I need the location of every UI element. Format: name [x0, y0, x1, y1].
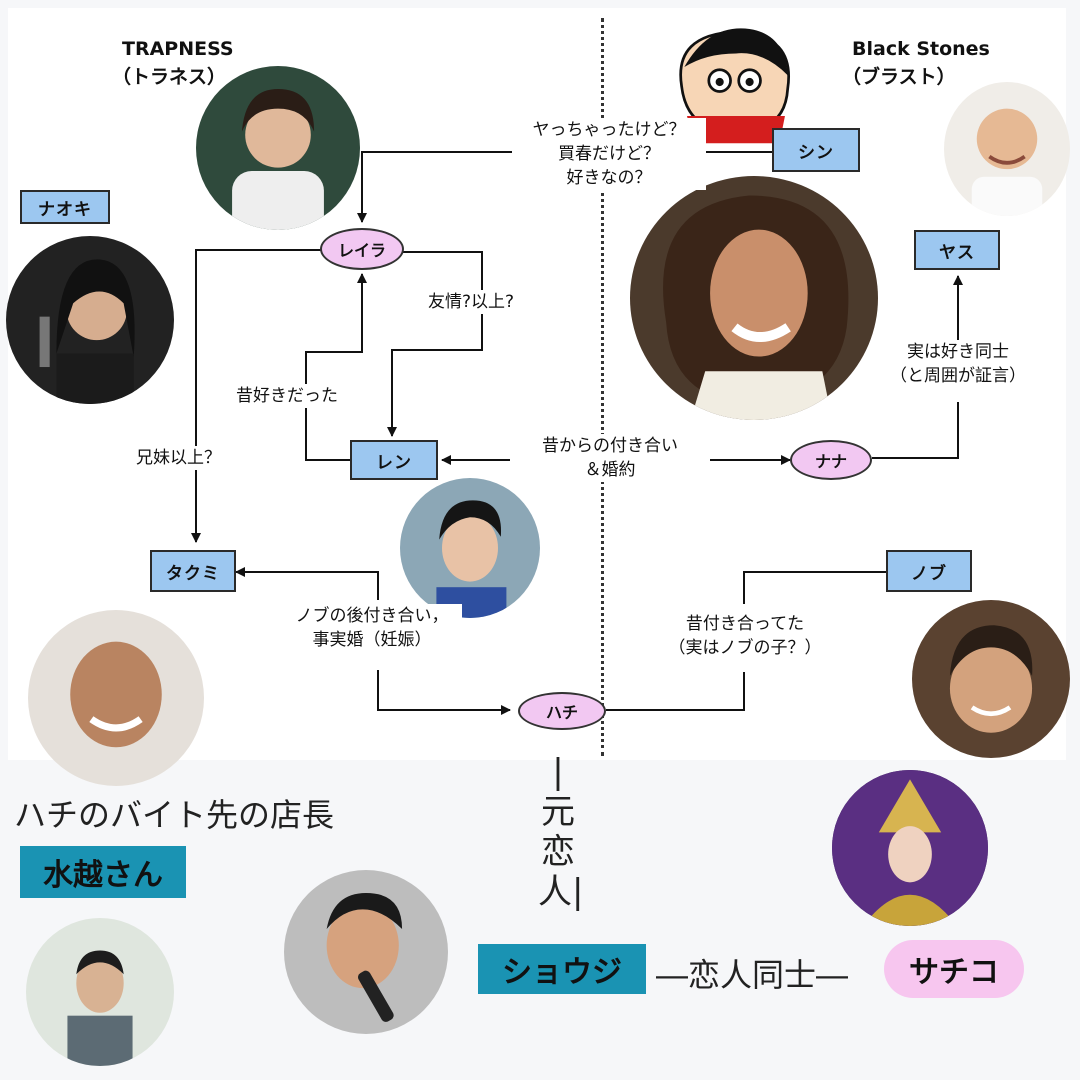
rel-nobu-hachi-line1: 昔付き合ってた — [685, 614, 805, 634]
mizukoshi-badge: 水越さん — [20, 846, 186, 898]
line-ren-reira-once — [305, 273, 367, 461]
rel-shin-reira: ヤっちゃったけど？ 買春だけど？ 好きなの？ — [512, 118, 706, 190]
rel-nobu-hachi: 昔付き合ってた （実はノブの子？） — [650, 612, 840, 660]
photo-mizukoshi-actor — [26, 918, 174, 1066]
group-trapnest-name: TRAPNESS — [122, 38, 234, 60]
shouji-badge: ショウジ — [478, 944, 646, 994]
photo-yasu-actor — [944, 82, 1070, 216]
rel-shin-reira-line1: ヤっちゃったけど？ — [532, 120, 686, 140]
rel-shin-reira-line2: 買春だけど？ — [558, 144, 660, 164]
line-reira-takumi — [191, 249, 322, 543]
rel-engaged-line1: 昔からの付き合い — [542, 436, 678, 456]
band-divider — [601, 18, 604, 756]
label-naoki: ナオキ — [20, 190, 110, 224]
group-trapnest-kana: （トラネス） — [112, 66, 227, 88]
line-takumi-hachi — [235, 567, 379, 600]
line-nana-yasu — [872, 402, 959, 459]
photo-ren-actor — [400, 478, 540, 618]
label-ren: レン — [350, 440, 438, 480]
rel-mutual-line1: 実は好き同士 — [907, 342, 1009, 362]
photo-sachiko-actor — [832, 770, 988, 926]
rel-friendship: 友情?以上? — [428, 290, 515, 314]
manager-caption: ハチのバイト先の店長 — [14, 796, 335, 834]
group-blast-kana: （ブラスト） — [842, 66, 956, 88]
photo-nobu-actor — [912, 600, 1070, 758]
photo-nana-actor — [630, 176, 878, 420]
rel-siblings: 兄妹以上？ — [136, 446, 221, 470]
group-blast-name: Black Stones — [852, 38, 990, 60]
line-shin-reira-left — [357, 151, 513, 223]
lovers-label: ―恋人同士― — [656, 956, 849, 994]
photo-takumi-actor — [28, 610, 204, 786]
rel-nobu-hachi-line2: （実はノブの子？） — [668, 638, 822, 658]
label-shin: シン — [772, 128, 860, 172]
photo-reira-actor — [196, 66, 360, 230]
label-yasu: ヤス — [914, 230, 1000, 270]
photo-shin-character — [668, 20, 804, 144]
rel-mutual: 実は好き同士 （と周囲が証言） — [878, 340, 1038, 388]
rel-takumi-hachi-line1: ノブの後付き合い， — [295, 606, 449, 626]
line-hachi-takumi — [377, 670, 511, 715]
sachiko-badge: サチコ — [884, 940, 1024, 998]
rel-takumi-hachi-line2: 事実婚（妊娠） — [312, 630, 432, 650]
photo-shouji-actor — [284, 870, 448, 1034]
ex-lover-label: |元恋人| — [538, 752, 584, 912]
line-reira-ren-friendship — [387, 251, 483, 437]
rel-takumi-hachi: ノブの後付き合い， 事実婚（妊娠） — [282, 604, 462, 652]
label-takumi: タクミ — [150, 550, 236, 592]
label-nobu: ノブ — [886, 550, 972, 592]
line-hachi-nobu-up — [743, 571, 886, 604]
line-hachi-nobu — [606, 672, 745, 711]
rel-once-loved: 昔好きだった — [236, 384, 338, 408]
rel-mutual-line2: （と周囲が証言） — [890, 366, 1026, 386]
photo-naoki-actor — [6, 236, 174, 404]
label-reira: レイラ — [320, 228, 404, 270]
rel-shin-reira-line3: 好きなの？ — [566, 168, 652, 188]
label-hachi: ハチ — [518, 692, 606, 730]
rel-engaged-line2: ＆婚約 — [584, 460, 636, 480]
rel-engaged: 昔からの付き合い ＆婚約 — [510, 434, 710, 482]
label-nana: ナナ — [790, 440, 872, 480]
